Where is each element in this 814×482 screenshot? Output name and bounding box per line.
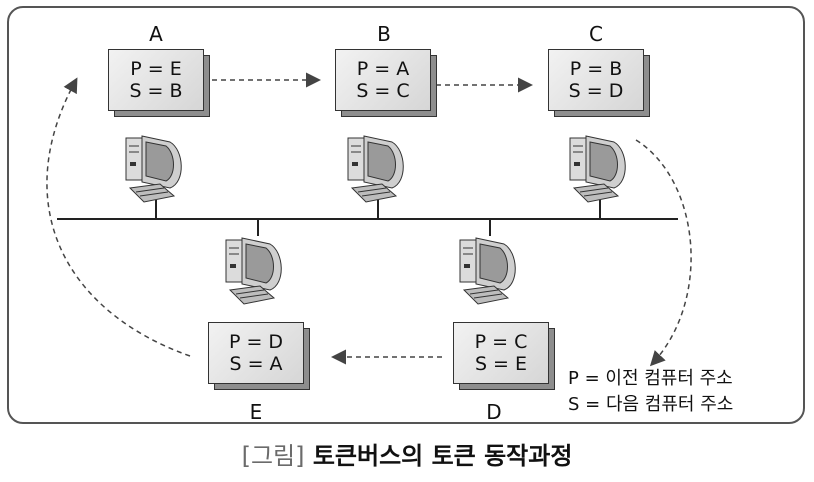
arrow-e-to-a: [46, 77, 191, 357]
next-address: S = B: [129, 80, 183, 102]
prev-address: P = E: [130, 58, 182, 80]
prev-address: P = C: [474, 331, 528, 353]
node-label-d: D: [486, 400, 502, 424]
legend-next: S = 다음 컴퓨터 주소: [568, 394, 734, 415]
computer-icon: [225, 237, 282, 305]
figure-caption: [그림] 토큰버스의 토큰 동작과정: [0, 436, 814, 471]
node-label-a: A: [149, 22, 163, 46]
caption-title: 토큰버스의 토큰 동작과정: [312, 442, 573, 470]
address-box-b: P = A S = C: [335, 49, 437, 117]
computer-icon: [125, 135, 182, 203]
node-label-b: B: [377, 22, 391, 46]
node-label-c: C: [589, 22, 603, 46]
computer-icon: [459, 237, 516, 305]
address-box-c: P = B S = D: [548, 49, 650, 117]
prev-address: P = A: [356, 58, 410, 80]
prev-address: P = D: [228, 331, 284, 353]
prev-address: P = B: [569, 58, 623, 80]
address-box-d: P = C S = E: [453, 322, 555, 390]
caption-tag: [그림]: [241, 442, 305, 470]
legend: P = 이전 컴퓨터 주소 S = 다음 컴퓨터 주소: [568, 366, 733, 418]
computer-icon: [569, 135, 626, 203]
next-address: S = A: [229, 353, 283, 375]
next-address: S = D: [568, 80, 624, 102]
next-address: S = C: [356, 80, 410, 102]
diagram-frame: [7, 6, 805, 424]
address-box-e: P = D S = A: [208, 322, 310, 390]
node-label-e: E: [249, 400, 263, 424]
address-box-a: P = E S = B: [108, 49, 210, 117]
computer-icon: [347, 135, 404, 203]
arrow-c-to-d: [635, 139, 692, 367]
legend-prev: P = 이전 컴퓨터 주소: [568, 368, 733, 389]
next-address: S = E: [474, 353, 528, 375]
